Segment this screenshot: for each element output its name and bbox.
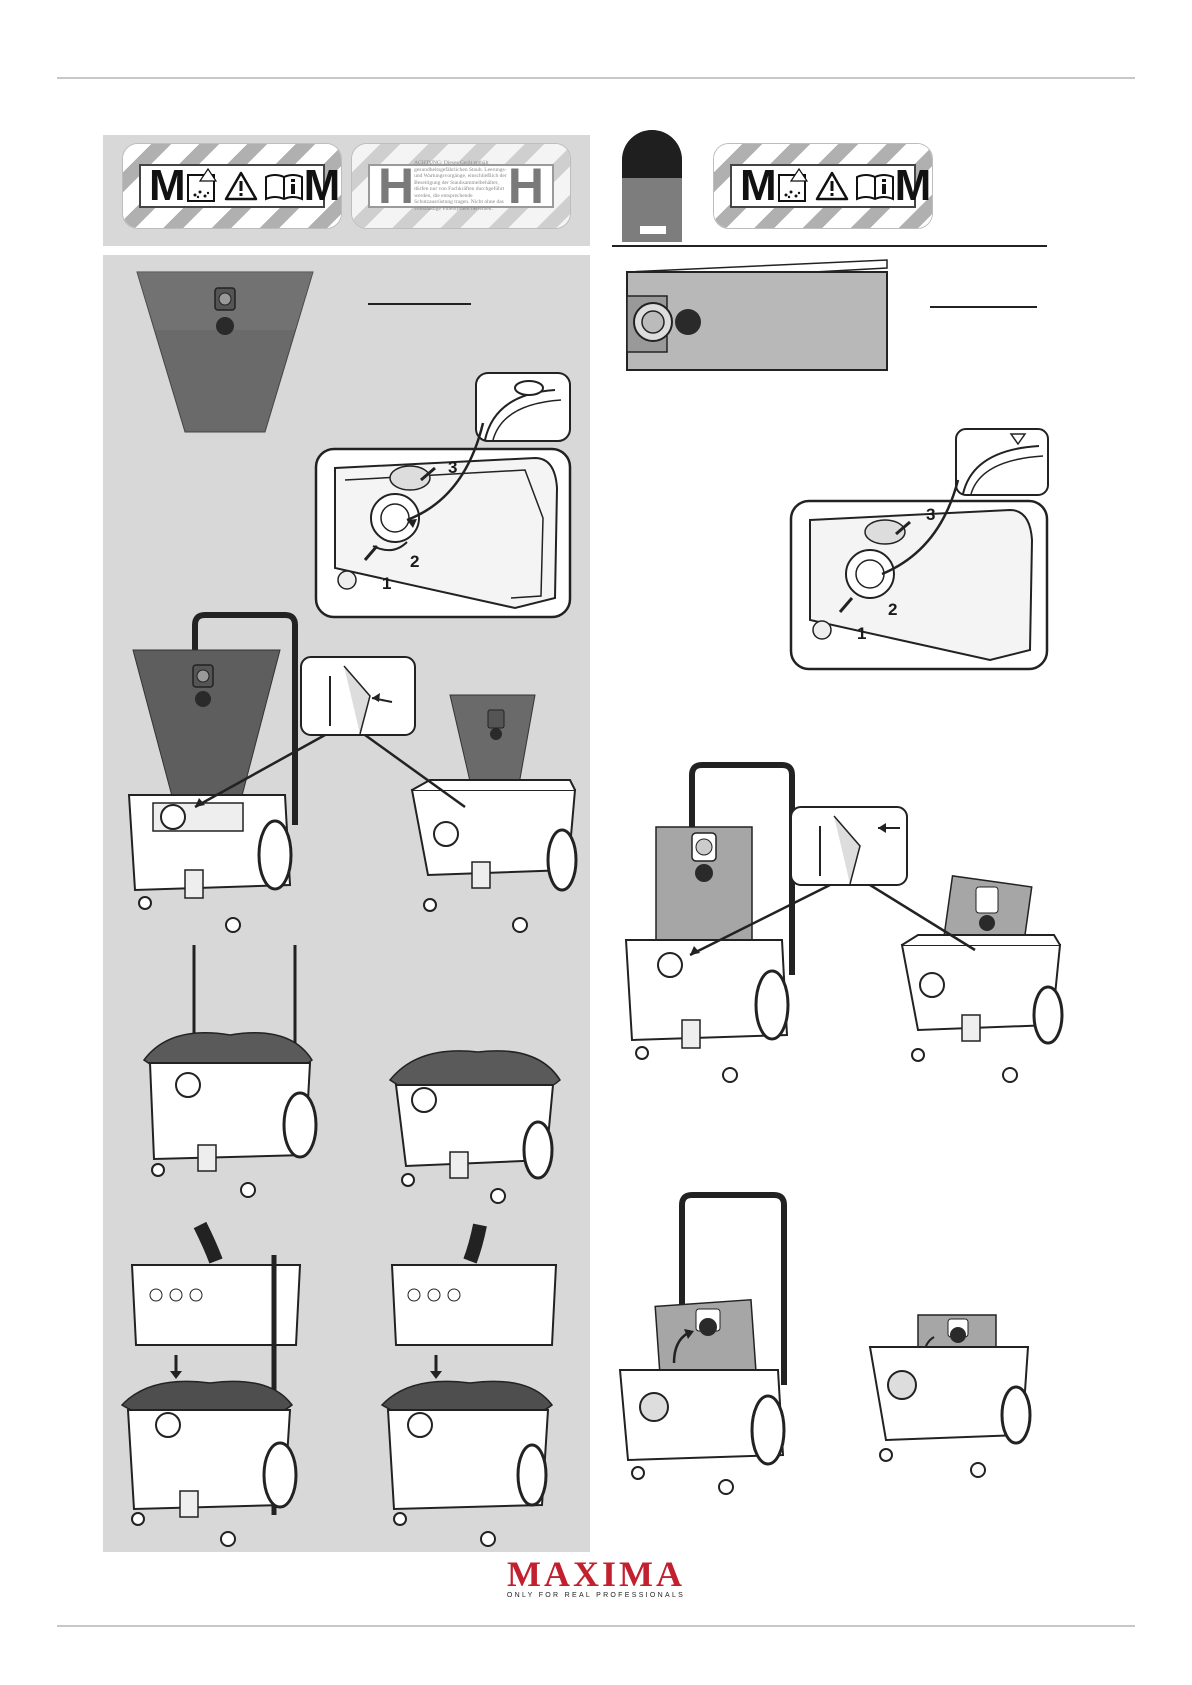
vacuum-paper-bag-right — [624, 762, 795, 1083]
lid-closeup-right — [789, 479, 1049, 671]
lid-detail-inset-right — [955, 428, 1049, 496]
warning-icons — [186, 167, 304, 203]
h-class-label: H ACHTUNG: Dieses Gerät enthält gesundhe… — [351, 143, 571, 229]
step-number-2-right: 2 — [888, 600, 898, 619]
h-letter-right: H — [507, 158, 544, 214]
manual-info-icon — [855, 174, 894, 201]
filter-bag-illustration — [136, 271, 314, 433]
warning-triangle-icon — [815, 171, 848, 201]
section-tab-marker — [622, 130, 682, 242]
bin-bag-seal-right — [868, 1314, 1032, 1478]
bag-sleeve-detail-left — [300, 656, 416, 736]
caption-underline-left — [368, 303, 471, 305]
dust-container-icon — [777, 167, 808, 202]
header-divider-right — [612, 245, 1047, 247]
header-rule — [57, 77, 1135, 79]
m-class-label: M M — [122, 143, 342, 229]
vacuum-bag-fitted-left — [142, 945, 318, 1198]
m-letter-right-2: M — [894, 161, 932, 210]
m-class-label-right: M M — [713, 143, 933, 229]
warning-icons-2 — [777, 167, 895, 203]
brand-name: MAXIMA — [507, 1554, 685, 1594]
m-letter-right: M — [303, 161, 341, 210]
step-number-1-left: 1 — [382, 574, 392, 593]
footer-rule — [57, 1625, 1135, 1627]
dust-container-icon — [186, 167, 217, 202]
m-letter-left: M — [149, 161, 186, 210]
manual-info-icon — [264, 174, 303, 201]
paper-filter-bag — [625, 259, 888, 371]
h-letter-left: H — [378, 158, 415, 214]
pointer-lines-right — [689, 883, 976, 957]
vacuum-head-install-left — [120, 1221, 302, 1547]
bin-head-install-left — [380, 1223, 558, 1547]
lid-detail-inset — [475, 372, 571, 442]
step-number-3-right: 3 — [926, 505, 936, 524]
brand-tagline: ONLY FOR REAL PROFESSIONALS — [506, 1592, 686, 1599]
caption-underline-right — [930, 306, 1037, 308]
bin-bag-fitted-left — [388, 1050, 561, 1204]
brand-logo: MAXIMA ONLY FOR REAL PROFESSIONALS — [0, 1556, 1192, 1599]
step-number-3-left: 3 — [448, 458, 458, 477]
h-warning-text: ACHTUNG: Dieses Gerät enthält gesundheit… — [414, 160, 507, 212]
m-letter-left-2: M — [740, 161, 777, 210]
pointer-lines-left — [194, 733, 466, 809]
lid-closeup-left — [314, 422, 572, 619]
step-number-2-left: 2 — [410, 552, 420, 571]
vacuum-bag-seal-right — [618, 1192, 787, 1495]
bag-sleeve-detail-right — [790, 806, 908, 886]
bin-paper-bag-right — [900, 875, 1064, 1083]
bin-with-bag-left — [410, 694, 578, 933]
warning-triangle-icon — [224, 171, 257, 201]
step-number-1-right: 1 — [857, 624, 867, 643]
vacuum-with-bag-left — [127, 612, 298, 933]
